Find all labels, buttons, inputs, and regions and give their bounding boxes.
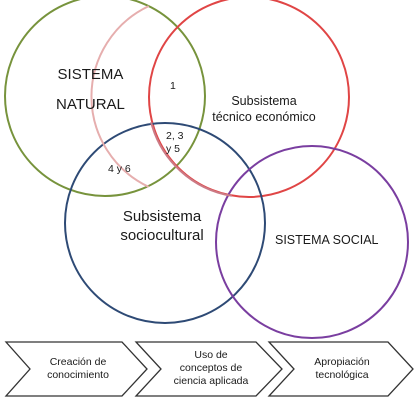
overlap-arc-tecnico-socio	[150, 121, 232, 197]
process-step-3-line1: Apropiación	[314, 356, 370, 368]
label-tecnico-line1: Subsistema	[231, 94, 297, 108]
process-step-2-label: Uso de conceptos de ciencia aplicada	[156, 349, 266, 388]
process-step-1-label: Creación de conocimiento	[30, 356, 126, 382]
process-step-3-label: Apropiación tecnológica	[292, 356, 392, 382]
label-socio-line1: Subsistema	[122, 208, 202, 225]
region-label-1: 1	[170, 80, 176, 93]
circle-subsistema-tecnico-economico	[148, 0, 350, 198]
region-label-235-line1: 2, 3	[166, 130, 184, 142]
label-sistema-natural-line2: NATURAL	[56, 96, 125, 113]
circle-sistema-social	[215, 145, 409, 339]
process-step-2-line1: Uso de	[194, 349, 228, 361]
label-socio-line2: sociocultural	[120, 226, 204, 244]
label-subsistema-sociocultural: Subsistema sociocultural	[92, 208, 232, 246]
overlap-arc-natural-tecnico	[90, 5, 150, 188]
region-label-235-line2: y 5	[166, 143, 181, 156]
process-chevron-3	[267, 341, 414, 397]
label-sistema-social-text: SISTEMA SOCIAL	[275, 233, 379, 247]
process-step-1-line2: conocimiento	[47, 369, 109, 382]
process-step-2-line2: conceptos de	[179, 362, 243, 375]
label-sistema-natural: SISTEMA NATURAL	[56, 60, 125, 120]
process-step-2-line3: ciencia aplicada	[173, 375, 249, 388]
process-chevron-2	[134, 341, 283, 397]
circle-subsistema-sociocultural	[64, 122, 266, 324]
region-label-2-3-y-5: 2, 3 y 5	[166, 130, 184, 156]
label-subsistema-tecnico-economico: Subsistema técnico económico	[205, 94, 323, 125]
label-tecnico-line2: técnico económico	[212, 109, 316, 124]
process-chevron-1	[4, 341, 148, 397]
region-label-46-text: 4 y 6	[108, 163, 131, 175]
circle-sistema-natural	[4, 0, 206, 197]
label-sistema-social: SISTEMA SOCIAL	[275, 233, 379, 249]
process-step-1-line1: Creación de	[49, 356, 107, 368]
region-label-1-text: 1	[170, 80, 176, 92]
region-label-4-y-6: 4 y 6	[108, 163, 131, 176]
process-step-3-line2: tecnológica	[315, 369, 369, 382]
label-sistema-natural-line1: SISTEMA	[57, 66, 124, 83]
